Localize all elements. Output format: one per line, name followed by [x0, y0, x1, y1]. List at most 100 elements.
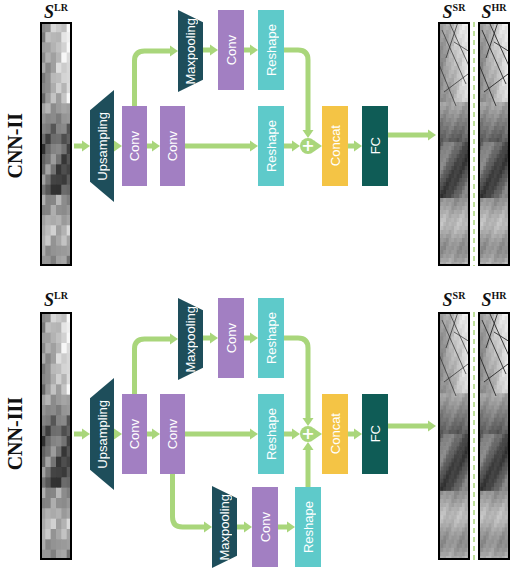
image-pixel — [51, 498, 57, 509]
image-pixel — [45, 144, 51, 155]
image-pixel — [61, 405, 67, 416]
high-res-image — [478, 22, 510, 266]
crack-line — [450, 24, 469, 66]
image-pixel — [51, 154, 57, 165]
image-pixel — [61, 457, 67, 468]
image-pixel — [61, 364, 67, 375]
image-pixel — [45, 457, 51, 468]
low-res-image — [40, 312, 72, 560]
image-pixel — [45, 415, 51, 426]
image-pixel — [61, 185, 67, 196]
image-pixel — [51, 236, 57, 247]
image-pixel — [56, 154, 62, 165]
image-pixel — [56, 477, 62, 488]
image-pixel — [51, 426, 57, 437]
image-pixel — [56, 508, 62, 519]
image-pixel — [56, 225, 62, 236]
image-pixel — [56, 364, 62, 375]
image-border — [479, 23, 509, 265]
image-pixel — [56, 374, 62, 385]
image-pixel — [51, 185, 57, 196]
super-res-image — [438, 22, 470, 266]
low-res-image — [40, 22, 72, 266]
image-pixel — [61, 42, 67, 53]
image-pixel — [45, 405, 51, 416]
image-pixel — [51, 42, 57, 53]
image-pixel — [45, 322, 51, 333]
image-pixel — [61, 134, 67, 145]
image-pixel — [56, 83, 62, 94]
image-pixel — [51, 93, 57, 104]
image-pixel — [45, 488, 51, 499]
image-pixel — [51, 124, 57, 135]
image-pixel — [45, 364, 51, 375]
image-pixel — [61, 519, 67, 530]
image-pixel — [45, 529, 51, 540]
image-pixel — [45, 225, 51, 236]
image-pixel — [56, 164, 62, 175]
crack-line — [446, 22, 458, 58]
image-pixel — [51, 103, 57, 114]
image-pixel — [56, 498, 62, 509]
image-pixel — [56, 63, 62, 74]
image-pixel — [51, 374, 57, 385]
image-pixel — [51, 246, 57, 257]
image-pixel — [45, 353, 51, 364]
image-pixel — [56, 467, 62, 478]
crack-line — [442, 30, 466, 84]
image-pixel — [61, 395, 67, 406]
image-border — [41, 23, 71, 265]
image-pixel — [51, 446, 57, 457]
crack-line — [438, 62, 456, 106]
image-pixel — [45, 539, 51, 550]
image-pixel — [56, 42, 62, 53]
image-pixel — [45, 467, 51, 478]
image-pixel — [45, 32, 51, 43]
image-pixel — [45, 195, 51, 206]
image-pixel — [61, 508, 67, 519]
image-pixel — [45, 134, 51, 145]
image-pixel — [61, 73, 67, 84]
image-pixel — [61, 529, 67, 540]
image-pixel — [45, 477, 51, 488]
image-pixel — [51, 395, 57, 406]
image-pixel — [45, 103, 51, 114]
image-pixel — [45, 154, 51, 165]
image-pixel — [45, 246, 51, 257]
image-pixel — [61, 322, 67, 333]
image-pixel — [61, 236, 67, 247]
image-pixel — [61, 53, 67, 64]
image-pixel — [61, 195, 67, 206]
image-pixel — [45, 114, 51, 125]
image-pixel — [45, 426, 51, 437]
image-pixel — [56, 415, 62, 426]
image-pixel — [45, 498, 51, 509]
image-pixel — [61, 93, 67, 104]
image-pixel — [51, 164, 57, 175]
image-pixel — [56, 195, 62, 206]
image-pixel — [45, 519, 51, 530]
image-pixel — [56, 446, 62, 457]
image-pixel — [61, 426, 67, 437]
image-pixel — [45, 164, 51, 175]
image-pixel — [61, 333, 67, 344]
image-pixel — [56, 114, 62, 125]
image-pixel — [61, 539, 67, 550]
image-pixel — [56, 205, 62, 216]
image-pixel — [51, 364, 57, 375]
image-pixel — [51, 539, 57, 550]
image-pixel — [51, 205, 57, 216]
image-pixel — [51, 322, 57, 333]
image-pixel — [45, 124, 51, 135]
image-pixel — [51, 73, 57, 84]
image-pixel — [56, 333, 62, 344]
image-pixel — [61, 175, 67, 186]
image-pixel — [56, 175, 62, 186]
image-pixel — [45, 374, 51, 385]
image-pixel — [45, 333, 51, 344]
image-pixel — [56, 384, 62, 395]
image-pixel — [61, 384, 67, 395]
image-pixel — [56, 73, 62, 84]
image-pixel — [51, 32, 57, 43]
